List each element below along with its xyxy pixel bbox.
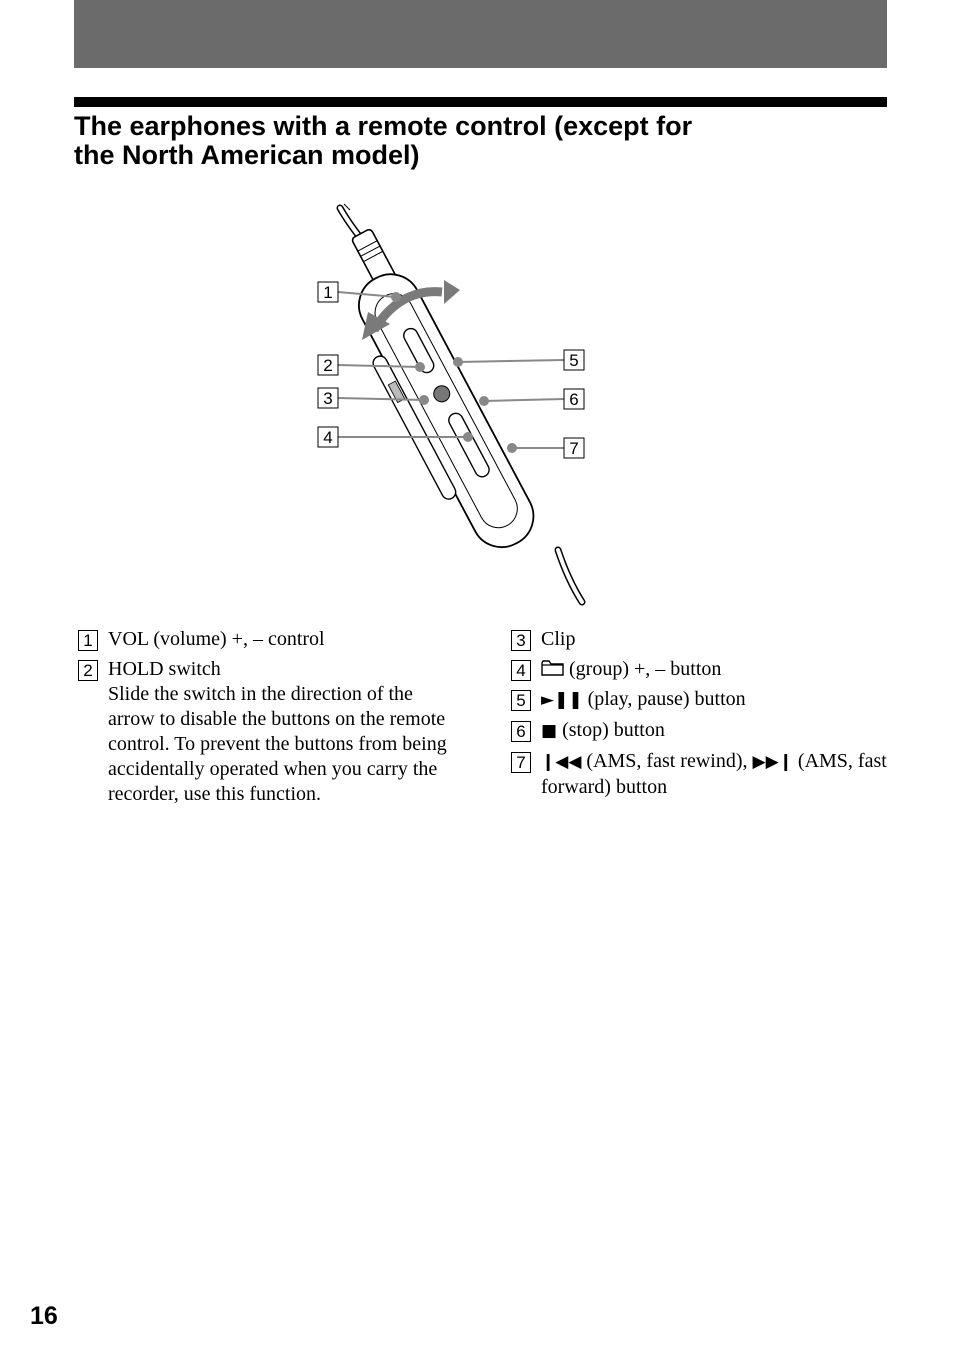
item-description: Slide the switch in the direction of the… — [108, 683, 447, 805]
callout-1: 1 — [317, 281, 339, 303]
callout-2: 2 — [317, 354, 339, 376]
callout-4: 4 — [317, 426, 339, 448]
parts-list-left: 1 VOL (volume) +, – control 2 HOLD switc… — [78, 627, 458, 812]
list-item: 5 ►❚❚ (play, pause) button — [511, 687, 891, 713]
item-number: 4 — [511, 660, 531, 681]
remote-body — [358, 273, 535, 549]
item-label: (group) +, – button — [569, 658, 722, 680]
title-line-2: the North American model) — [74, 140, 420, 170]
section-title: The earphones with a remote control (exc… — [74, 112, 887, 170]
svg-text:2: 2 — [323, 356, 332, 375]
svg-text:3: 3 — [323, 389, 332, 408]
section-rule — [74, 97, 887, 107]
folder-icon — [541, 660, 564, 676]
list-item: 1 VOL (volume) +, – control — [78, 627, 458, 652]
page-number: 16 — [30, 1302, 58, 1330]
svg-text:6: 6 — [569, 390, 578, 409]
item-label-rewind: (AMS, fast rewind), — [586, 750, 748, 772]
stop-icon: ■ — [541, 721, 558, 741]
callout-6: 6 — [563, 388, 585, 410]
svg-text:4: 4 — [323, 428, 332, 447]
item-label: (play, pause) button — [587, 688, 746, 710]
header-band — [74, 0, 887, 68]
forward-icon: ▶▶❙ — [752, 752, 793, 772]
item-number: 6 — [511, 721, 531, 742]
rewind-icon: ❙◀◀ — [541, 752, 582, 772]
callout-5: 5 — [563, 349, 585, 371]
item-number: 5 — [511, 690, 531, 711]
item-number: 7 — [511, 752, 531, 773]
svg-text:1: 1 — [323, 283, 332, 302]
play-pause-icon: ►❚❚ — [541, 690, 583, 710]
svg-text:5: 5 — [569, 351, 578, 370]
list-item: 3 Clip — [511, 627, 891, 652]
title-line-1: The earphones with a remote control (exc… — [74, 111, 693, 141]
list-item: 7 ❙◀◀ (AMS, fast rewind), ▶▶❙ (AMS, fast… — [511, 749, 891, 800]
item-label: VOL (volume) +, – control — [108, 628, 325, 650]
item-label: (stop) button — [562, 719, 665, 741]
parts-list-right: 3 Clip 4 (group) +, – button 5 ►❚❚ (play… — [511, 627, 891, 805]
item-label: Clip — [541, 628, 576, 650]
item-label: HOLD switch — [108, 658, 221, 680]
item-number: 1 — [78, 630, 98, 651]
svg-text:7: 7 — [569, 439, 578, 458]
item-number: 2 — [78, 660, 98, 681]
item-label-forward: (AMS, fast forward) button — [541, 750, 887, 798]
list-item: 4 (group) +, – button — [511, 657, 891, 682]
callout-7: 7 — [563, 437, 585, 459]
list-item: 2 HOLD switch Slide the switch in the di… — [78, 657, 458, 807]
item-number: 3 — [511, 630, 531, 651]
list-item: 6 ■ (stop) button — [511, 718, 891, 744]
remote-control-illustration: 1 2 3 4 5 6 7 — [317, 203, 586, 606]
callout-3: 3 — [317, 387, 339, 409]
